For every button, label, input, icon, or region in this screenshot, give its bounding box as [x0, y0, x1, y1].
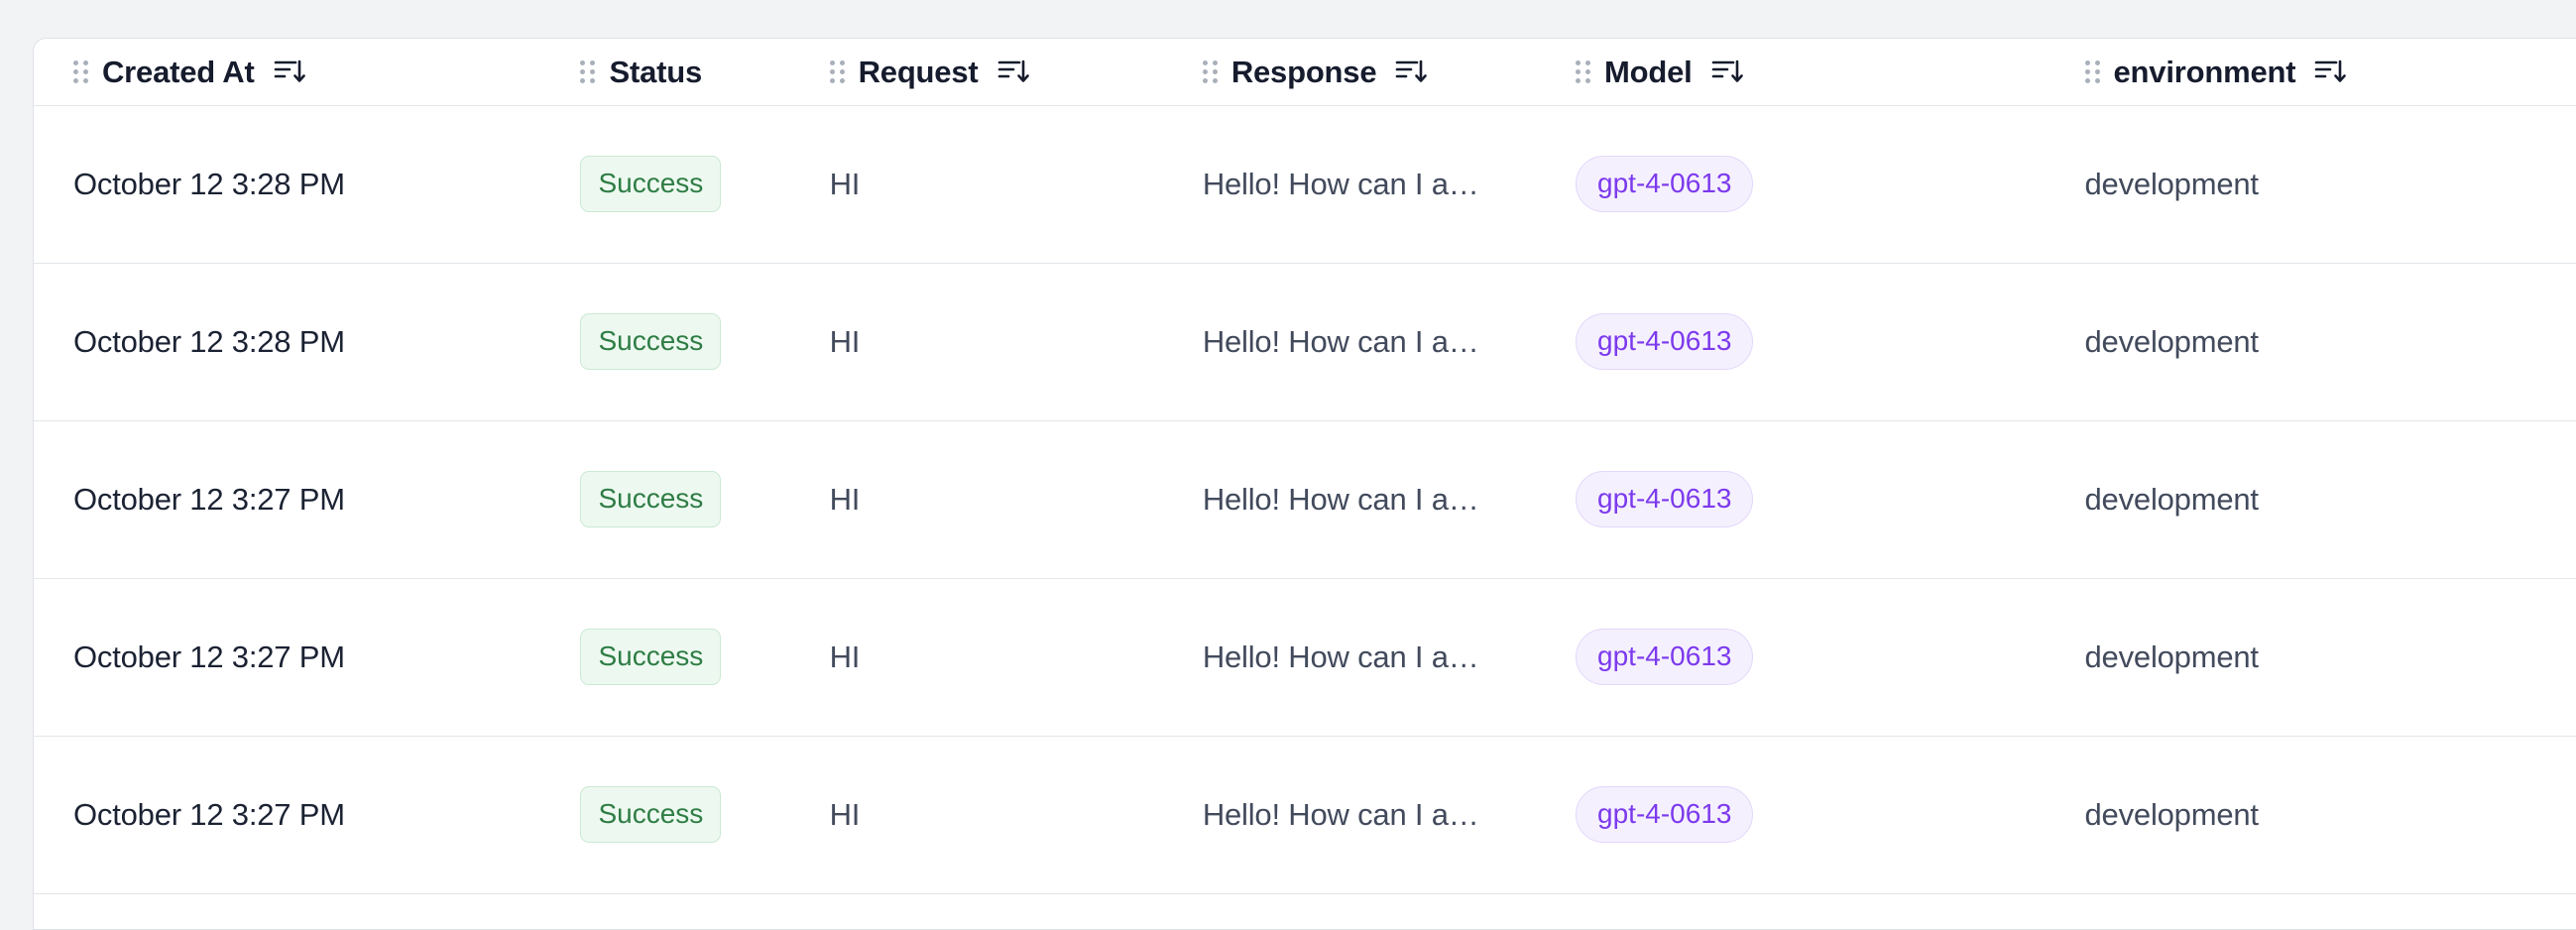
created-at-text: October 12 3:27 PM: [73, 639, 345, 674]
table-row[interactable]: October 12 3:27 PM Success HI Hello! How ca…: [34, 736, 2576, 894]
table-row[interactable]: October 12 3:28 PM Success HI Hello! How ca…: [34, 263, 2576, 421]
status-badge: Success: [580, 629, 722, 685]
column-header-created_at[interactable]: Created At: [34, 39, 543, 106]
cell-model[interactable]: gpt-4-0613: [1536, 105, 2046, 264]
column-header-environment[interactable]: environment: [2045, 39, 2576, 106]
model-badge: gpt-4-0613: [1576, 786, 1754, 843]
created-at-text: October 12 3:27 PM: [73, 796, 345, 832]
drag-handle-icon[interactable]: [829, 59, 845, 83]
requests-table-card: Created At Status Request Response Model envi…: [33, 38, 2576, 930]
request-text: HI: [829, 639, 861, 674]
cell-status[interactable]: Success: [542, 420, 790, 579]
cell-environment[interactable]: development: [2045, 578, 2576, 737]
request-text: HI: [829, 481, 861, 517]
response-text: Hello! How can I a…: [1202, 166, 1479, 201]
cell-created_at[interactable]: October 12 3:27 PM: [34, 578, 543, 737]
sort-descending-icon[interactable]: [2313, 57, 2347, 86]
cell-created_at[interactable]: October 12 3:27 PM: [34, 420, 543, 579]
cell-model[interactable]: gpt-4-0613: [1536, 420, 2046, 579]
created-at-text: October 12 3:28 PM: [73, 166, 345, 201]
column-header-response[interactable]: Response: [1162, 39, 1537, 106]
sort-descending-icon[interactable]: [1710, 57, 1744, 86]
column-header-label: Model: [1604, 54, 1693, 89]
drag-handle-icon[interactable]: [1202, 59, 1218, 83]
created-at-text: October 12 3:27 PM: [73, 481, 345, 517]
cell-request[interactable]: HI: [789, 736, 1163, 894]
table-header: Created At Status Request Response Model envi…: [34, 39, 2576, 106]
cell-model[interactable]: gpt-4-0613: [1536, 736, 2046, 894]
cell-created_at[interactable]: October 12 3:28 PM: [34, 105, 543, 264]
drag-handle-icon[interactable]: [2084, 59, 2100, 83]
cell-request[interactable]: HI: [789, 105, 1163, 264]
environment-text: development: [2084, 796, 2260, 832]
model-badge: gpt-4-0613: [1576, 313, 1754, 370]
cell-model[interactable]: gpt-4-0613: [1536, 578, 2046, 737]
status-badge: Success: [580, 786, 722, 843]
model-badge: gpt-4-0613: [1576, 629, 1754, 685]
created-at-text: October 12 3:28 PM: [73, 323, 345, 359]
cell-model[interactable]: gpt-4-0613: [1536, 263, 2046, 421]
request-text: HI: [829, 796, 861, 832]
environment-text: development: [2084, 166, 2260, 201]
sort-descending-icon[interactable]: [996, 57, 1030, 86]
table-header-row: Created At Status Request Response Model envi…: [34, 39, 2576, 106]
column-header-label: Request: [858, 54, 979, 89]
cell-response[interactable]: Hello! How can I a…: [1162, 105, 1537, 264]
model-badge: gpt-4-0613: [1576, 471, 1754, 527]
cell-response[interactable]: Hello! How can I a…: [1162, 263, 1537, 421]
model-badge: gpt-4-0613: [1576, 156, 1754, 212]
cell-status[interactable]: Success: [542, 578, 790, 737]
cell-environment[interactable]: development: [2045, 736, 2576, 894]
request-text: HI: [829, 323, 861, 359]
cell-created_at[interactable]: October 12 3:27 PM: [34, 736, 543, 894]
table-row[interactable]: October 12 3:27 PM Success HI Hello! How ca…: [34, 578, 2576, 737]
cell-status[interactable]: Success: [542, 736, 790, 894]
request-text: HI: [829, 166, 861, 201]
drag-handle-icon[interactable]: [1576, 59, 1591, 83]
cell-response[interactable]: Hello! How can I a…: [1162, 578, 1537, 737]
column-header-label: environment: [2113, 54, 2296, 89]
response-text: Hello! How can I a…: [1202, 796, 1479, 832]
sort-descending-icon[interactable]: [273, 57, 306, 86]
cell-environment[interactable]: development: [2045, 420, 2576, 579]
cell-status[interactable]: Success: [542, 105, 790, 264]
sort-descending-icon[interactable]: [1394, 57, 1428, 86]
column-header-request[interactable]: Request: [789, 39, 1163, 106]
environment-text: development: [2084, 639, 2260, 674]
drag-handle-icon[interactable]: [73, 59, 88, 83]
environment-text: development: [2084, 481, 2260, 517]
cell-response[interactable]: Hello! How can I a…: [1162, 736, 1537, 894]
cell-request[interactable]: HI: [789, 578, 1163, 737]
table-row[interactable]: October 12 3:27 PM Success HI Hello! How ca…: [34, 420, 2576, 579]
column-header-label: Status: [609, 54, 703, 89]
cell-status[interactable]: Success: [542, 263, 790, 421]
requests-table: Created At Status Request Response Model envi…: [34, 39, 2576, 894]
drag-handle-icon[interactable]: [580, 59, 596, 83]
environment-text: development: [2084, 323, 2260, 359]
status-badge: Success: [580, 313, 722, 370]
response-text: Hello! How can I a…: [1202, 323, 1479, 359]
response-text: Hello! How can I a…: [1202, 639, 1479, 674]
column-header-label: Response: [1230, 54, 1377, 89]
column-header-status[interactable]: Status: [542, 39, 790, 106]
cell-environment[interactable]: development: [2045, 263, 2576, 421]
table-row[interactable]: October 12 3:28 PM Success HI Hello! How ca…: [34, 105, 2576, 264]
column-header-model[interactable]: Model: [1536, 39, 2046, 106]
column-header-label: Created At: [102, 54, 255, 89]
cell-response[interactable]: Hello! How can I a…: [1162, 420, 1537, 579]
cell-request[interactable]: HI: [789, 420, 1163, 579]
cell-environment[interactable]: development: [2045, 105, 2576, 264]
cell-request[interactable]: HI: [789, 263, 1163, 421]
status-badge: Success: [580, 471, 722, 527]
response-text: Hello! How can I a…: [1202, 481, 1479, 517]
status-badge: Success: [580, 156, 722, 212]
cell-created_at[interactable]: October 12 3:28 PM: [34, 263, 543, 421]
